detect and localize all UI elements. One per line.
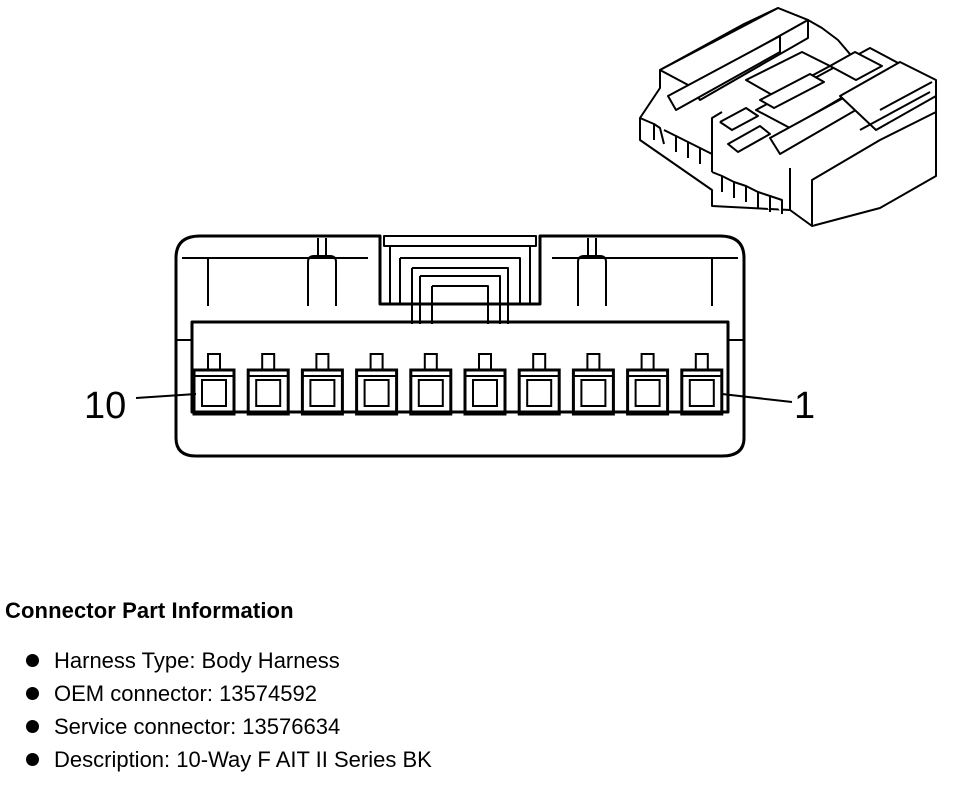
list-item: OEM connector: 13574592 — [5, 681, 905, 714]
bullet-icon — [26, 720, 39, 733]
cavity-10 — [192, 353, 236, 416]
connector-front-view — [174, 234, 746, 458]
pin-label-1: 1 — [794, 385, 815, 427]
cavity-2 — [626, 353, 670, 416]
bullet-icon — [26, 654, 39, 667]
service-connector: Service connector: 13576634 — [54, 714, 341, 739]
bullet-icon — [26, 687, 39, 700]
info-heading: Connector Part Information — [5, 598, 294, 623]
connector-diagram: 10 1 — [84, 7, 937, 458]
list-item: Harness Type: Body Harness — [5, 648, 905, 681]
cavity-row — [192, 353, 724, 416]
bullet-icon — [26, 753, 39, 766]
cavity-1 — [680, 353, 724, 416]
oem-connector: OEM connector: 13574592 — [54, 681, 317, 706]
info-list: Harness Type: Body Harness OEM connector… — [5, 648, 905, 780]
connector-part-information: Connector Part Information Harness Type:… — [5, 598, 905, 780]
list-item: Description: 10-Way F AIT II Series BK — [5, 747, 905, 780]
cavity-3 — [571, 353, 615, 416]
cavity-8 — [300, 353, 344, 416]
center-latch — [383, 235, 537, 247]
harness-type: Harness Type: Body Harness — [54, 648, 340, 673]
connector-outer-shell — [174, 234, 746, 458]
list-item: Service connector: 13576634 — [5, 714, 905, 747]
cavity-7 — [355, 353, 399, 416]
pin-label-10: 10 — [84, 385, 126, 427]
cavity-4 — [517, 353, 561, 416]
connector-3d-view — [639, 7, 937, 227]
leader-line-left — [135, 393, 197, 399]
cavity-band — [190, 320, 730, 414]
cavity-9 — [246, 353, 290, 416]
cavity-6 — [409, 353, 453, 416]
leader-line-right — [721, 393, 793, 403]
cavity-5 — [463, 353, 507, 416]
description: Description: 10-Way F AIT II Series BK — [54, 747, 432, 772]
